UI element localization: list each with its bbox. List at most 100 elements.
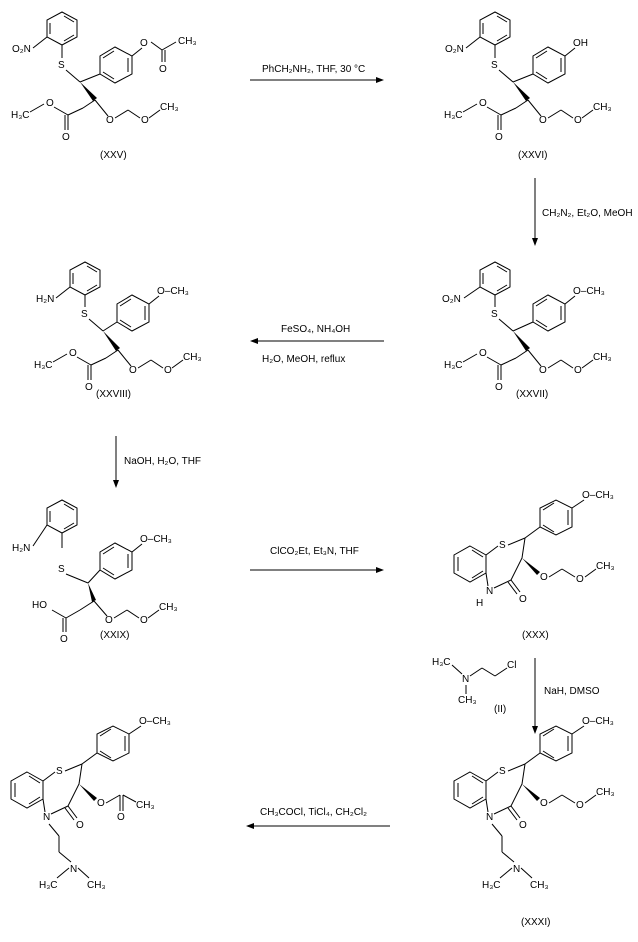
svg-text:O: O [574, 115, 582, 126]
arrowhead-icon [376, 567, 384, 573]
svg-text:S: S [58, 564, 65, 575]
lactam-nitrogen: N [486, 586, 493, 597]
svg-text:O–CH₃: O–CH₃ [582, 490, 614, 501]
svg-text:O: O [140, 615, 148, 626]
compound-xxix: H₂N S O–CH₃ O O CH₃ O HO (XXIX) [12, 499, 178, 645]
reagent-ii: H₃C N Cl CH₃ (II) [432, 657, 516, 715]
arrowhead-icon [250, 338, 258, 344]
compound-label-xxvii: (XXVII) [516, 389, 548, 400]
conditions-step-3b: H₂O, MeOH, reflux [262, 354, 345, 365]
svg-text:CH₃: CH₃ [87, 880, 106, 891]
reagent-label-ii: (II) [494, 704, 506, 715]
arrowhead-icon [532, 238, 538, 246]
svg-text:H₃C: H₃C [432, 657, 451, 668]
arrowhead-icon [246, 823, 254, 829]
aminophenyl-ring [69, 261, 101, 296]
compound-label-xxx: (XXX) [522, 630, 549, 641]
sulfur-atom: S [58, 60, 65, 71]
conditions-step-6: NaH, DMSO [544, 686, 600, 697]
compound-xxvii: O₂N S O–CH₃ O O CH₃ O O H₃C (XXVII) [442, 261, 612, 400]
step-2: CH₂N₂, Et₂O, MeOH [532, 178, 633, 246]
compound-label-xxvi: (XXVI) [518, 150, 547, 161]
svg-text:O: O [540, 798, 548, 809]
step-1: PhCH₂NH₂, THF, 30 °C [250, 64, 384, 83]
methoxyphenyl-ring [539, 725, 573, 762]
svg-text:O: O [141, 115, 149, 126]
compound-xxx: S O–CH₃ O O CH₃ O N H (XXX) [453, 490, 615, 641]
svg-text:O: O [106, 115, 114, 126]
svg-text:O–CH₃: O–CH₃ [157, 286, 189, 297]
conditions-step-1: PhCH₂NH₂, THF, 30 °C [262, 64, 365, 75]
svg-text:CH₃: CH₃ [458, 695, 477, 706]
conditions-step-5: ClCO₂Et, Et₃N, THF [270, 546, 359, 557]
benzo-ring [453, 545, 487, 583]
nitrophenyl-ring [479, 261, 511, 296]
svg-text:N: N [462, 674, 469, 685]
acetate-oxygen: O [97, 798, 105, 809]
svg-text:O: O [62, 132, 70, 143]
svg-text:O: O [495, 132, 503, 143]
phenol-ring [532, 46, 566, 84]
ester-oxygen: O [140, 38, 148, 49]
compound-label-xxxi: (XXXI) [521, 917, 550, 928]
svg-text:S: S [81, 309, 88, 320]
nitrophenyl-ring [479, 11, 511, 46]
svg-text:H₃C: H₃C [39, 880, 58, 891]
svg-text:O: O [519, 820, 527, 831]
step-3: FeSO₄, NH₄OH H₂O, MeOH, reflux [250, 324, 384, 365]
benzo-ring [453, 771, 487, 809]
methoxyphenyl-ring [532, 294, 566, 332]
svg-text:H₃C: H₃C [482, 880, 501, 891]
svg-text:S: S [491, 60, 498, 71]
arrowhead-icon [376, 77, 384, 83]
svg-text:CH₃: CH₃ [596, 561, 615, 572]
hydroxyl-group: OH [573, 38, 588, 49]
svg-text:O–CH₃: O–CH₃ [582, 716, 614, 727]
svg-text:O: O [574, 365, 582, 376]
svg-text:O: O [46, 98, 54, 109]
chlorine-atom: Cl [507, 660, 516, 671]
ring-sulfur: S [499, 540, 506, 551]
step-7: CH₃COCl, TiCl₄, CH₂Cl₂ [246, 807, 390, 829]
svg-text:O: O [105, 615, 113, 626]
svg-text:O: O [117, 812, 125, 823]
compound-label-xxviii: (XXVIII) [96, 389, 131, 400]
svg-text:CH₃: CH₃ [160, 102, 179, 113]
svg-text:O: O [69, 348, 77, 359]
svg-text:S: S [56, 766, 63, 777]
compound-final-diltiazem: S O–CH₃ O O CH₃ O N N H₃C CH₃ [10, 716, 171, 891]
svg-text:CH₃: CH₃ [593, 102, 612, 113]
svg-text:O: O [164, 365, 172, 376]
svg-text:O: O [76, 820, 84, 831]
compound-xxviii: H₂N S O–CH₃ O O CH₃ O O H₃C (XXVIII) [34, 261, 202, 400]
step-4: NaOH, H₂O, THF [113, 436, 201, 488]
svg-text:O: O [60, 634, 68, 645]
benzo-ring [10, 771, 44, 809]
svg-text:H: H [476, 598, 483, 609]
step-5: ClCO₂Et, Et₃N, THF [250, 546, 384, 573]
conditions-step-4: NaOH, H₂O, THF [124, 456, 201, 467]
svg-text:CH₃: CH₃ [178, 36, 197, 47]
methoxyphenyl-ring [116, 294, 150, 332]
svg-text:O–CH₃: O–CH₃ [573, 286, 605, 297]
step-6: NaH, DMSO [532, 658, 600, 734]
svg-text:H₃C: H₃C [444, 110, 463, 121]
svg-text:N: N [486, 812, 493, 823]
svg-text:O₂N: O₂N [442, 294, 461, 305]
svg-text:O: O [479, 348, 487, 359]
compound-label-xxix: (XXIX) [100, 630, 129, 641]
methoxyphenyl-ring [96, 725, 130, 762]
svg-text:CH₃: CH₃ [530, 880, 549, 891]
svg-text:H₂N: H₂N [12, 543, 30, 554]
svg-text:O: O [519, 594, 527, 605]
svg-text:O: O [159, 64, 167, 75]
svg-text:S: S [491, 309, 498, 320]
svg-text:O–CH₃: O–CH₃ [139, 716, 171, 727]
svg-text:O: O [479, 98, 487, 109]
svg-text:CH₃: CH₃ [136, 800, 155, 811]
svg-text:N: N [513, 864, 520, 875]
aminophenyl-ring [46, 499, 78, 534]
nitro-group: O₂N [12, 44, 31, 55]
compound-xxvi: O₂N S OH O O CH₃ O O H₃C (XXVI) [444, 11, 612, 161]
